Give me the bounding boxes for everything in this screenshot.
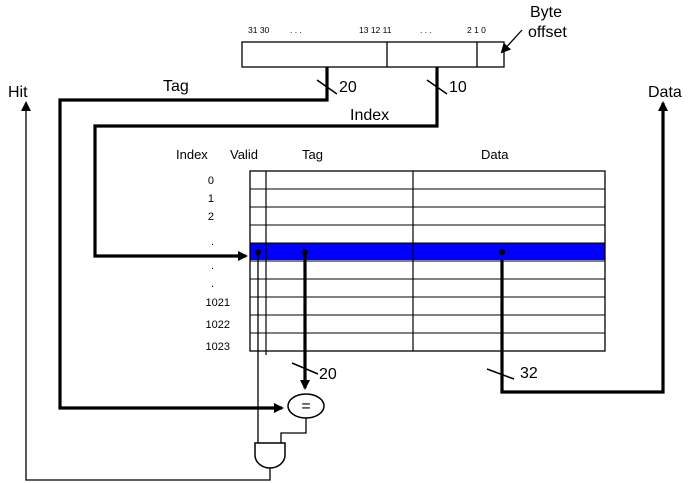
data-width-slash xyxy=(486,368,515,380)
table-header-valid: Valid xyxy=(230,147,258,162)
row-label: 1021 xyxy=(206,297,230,309)
highlighted-row xyxy=(250,243,605,260)
byte-offset-label-line1: Byte xyxy=(530,4,562,21)
row-label: 1022 xyxy=(206,319,230,331)
row-labels: 0 1 2 . . . 1021 1022 1023 xyxy=(206,175,230,353)
hit-label: Hit xyxy=(8,84,28,101)
compare-width-label: 20 xyxy=(319,366,337,383)
row-label: 1 xyxy=(208,193,214,205)
bit-label-31-30: 31 30 xyxy=(248,25,270,35)
bit-label-2-1-0: 2 1 0 xyxy=(467,25,486,35)
bit-label-13-12-11: 13 12 11 xyxy=(359,25,392,35)
bit-label-dots-right: . . . xyxy=(420,25,432,35)
tag-path xyxy=(58,67,329,413)
index-path xyxy=(93,67,439,261)
byte-offset-pointer xyxy=(500,29,523,54)
hit-output-line xyxy=(21,101,271,481)
index-signal-label: Index xyxy=(350,107,389,124)
and-gate xyxy=(254,442,286,469)
data-junction-dot xyxy=(499,249,505,255)
tag-width-slash xyxy=(316,79,338,95)
tag-signal-label: Tag xyxy=(163,78,189,95)
row-label: 1023 xyxy=(206,341,230,353)
table-header-index: Index xyxy=(176,147,208,162)
tag-width-label: 20 xyxy=(339,79,357,96)
data-output-path xyxy=(500,101,668,394)
row-label: 0 xyxy=(208,175,214,187)
row-label: . xyxy=(211,236,214,248)
data-output-label: Data xyxy=(648,84,682,101)
bit-label-dots-left: . . . xyxy=(290,25,302,35)
compare-width-slash xyxy=(291,362,319,375)
tag-junction-dot xyxy=(302,249,308,255)
row-label: . xyxy=(211,260,214,272)
index-width-slash xyxy=(426,79,448,95)
cache-table xyxy=(249,170,606,355)
comparator-output-line xyxy=(280,418,307,443)
data-width-label: 32 xyxy=(520,365,538,382)
address-register xyxy=(241,41,505,68)
index-width-label: 10 xyxy=(449,79,467,96)
table-header-tag: Tag xyxy=(302,147,323,162)
table-header-data: Data xyxy=(481,147,509,162)
byte-offset-label-line2: offset xyxy=(528,24,567,41)
row-label: 2 xyxy=(208,211,214,223)
comparator-symbol: = xyxy=(301,398,310,415)
valid-junction-dot xyxy=(255,249,261,255)
row-label: . xyxy=(211,278,214,290)
